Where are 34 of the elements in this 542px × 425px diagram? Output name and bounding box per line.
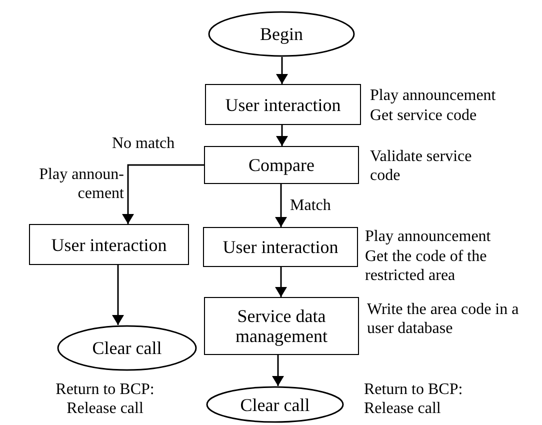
arrow — [112, 265, 124, 325]
edge-label: Match — [290, 196, 331, 215]
branch-note: Play announ-cement — [38, 165, 124, 203]
terminal-ellipse — [206, 386, 344, 423]
annotation-text: Get service code — [370, 106, 478, 125]
process-box — [29, 224, 189, 265]
node-label: Clear call — [240, 394, 310, 414]
annotation-text: Return to BCP: Release call — [54, 380, 156, 418]
node-label: Clear call — [92, 338, 162, 358]
arrow — [275, 184, 287, 227]
terminal-ellipse — [208, 11, 355, 57]
process-box — [205, 84, 361, 125]
arrow — [275, 267, 287, 297]
arrow — [276, 57, 288, 84]
node-label: Begin — [260, 24, 303, 44]
annotation-text: Play announcement — [370, 86, 497, 105]
arrow — [272, 355, 284, 386]
annotation-text: Validate service code — [370, 147, 473, 185]
arrow — [276, 125, 288, 146]
annotation-text: Return to BCP: Release call — [364, 380, 464, 418]
terminal-ellipse — [57, 325, 197, 371]
edge-label: No match — [112, 134, 175, 153]
annotation-text: Play announcement — [365, 227, 492, 246]
node-label: User interaction — [225, 94, 341, 114]
annotation-text: Get the code of the restricted area — [365, 247, 488, 285]
node-label: Compare — [248, 155, 314, 175]
arrow — [122, 164, 204, 224]
process-box — [204, 146, 359, 184]
process-box — [203, 227, 358, 267]
node-label: User interaction — [51, 234, 167, 254]
annotation-text: Write the area code in a user database — [367, 300, 520, 338]
node-label: User interaction — [222, 237, 338, 257]
process-box — [204, 297, 359, 355]
node-label: Service data management — [234, 306, 328, 346]
